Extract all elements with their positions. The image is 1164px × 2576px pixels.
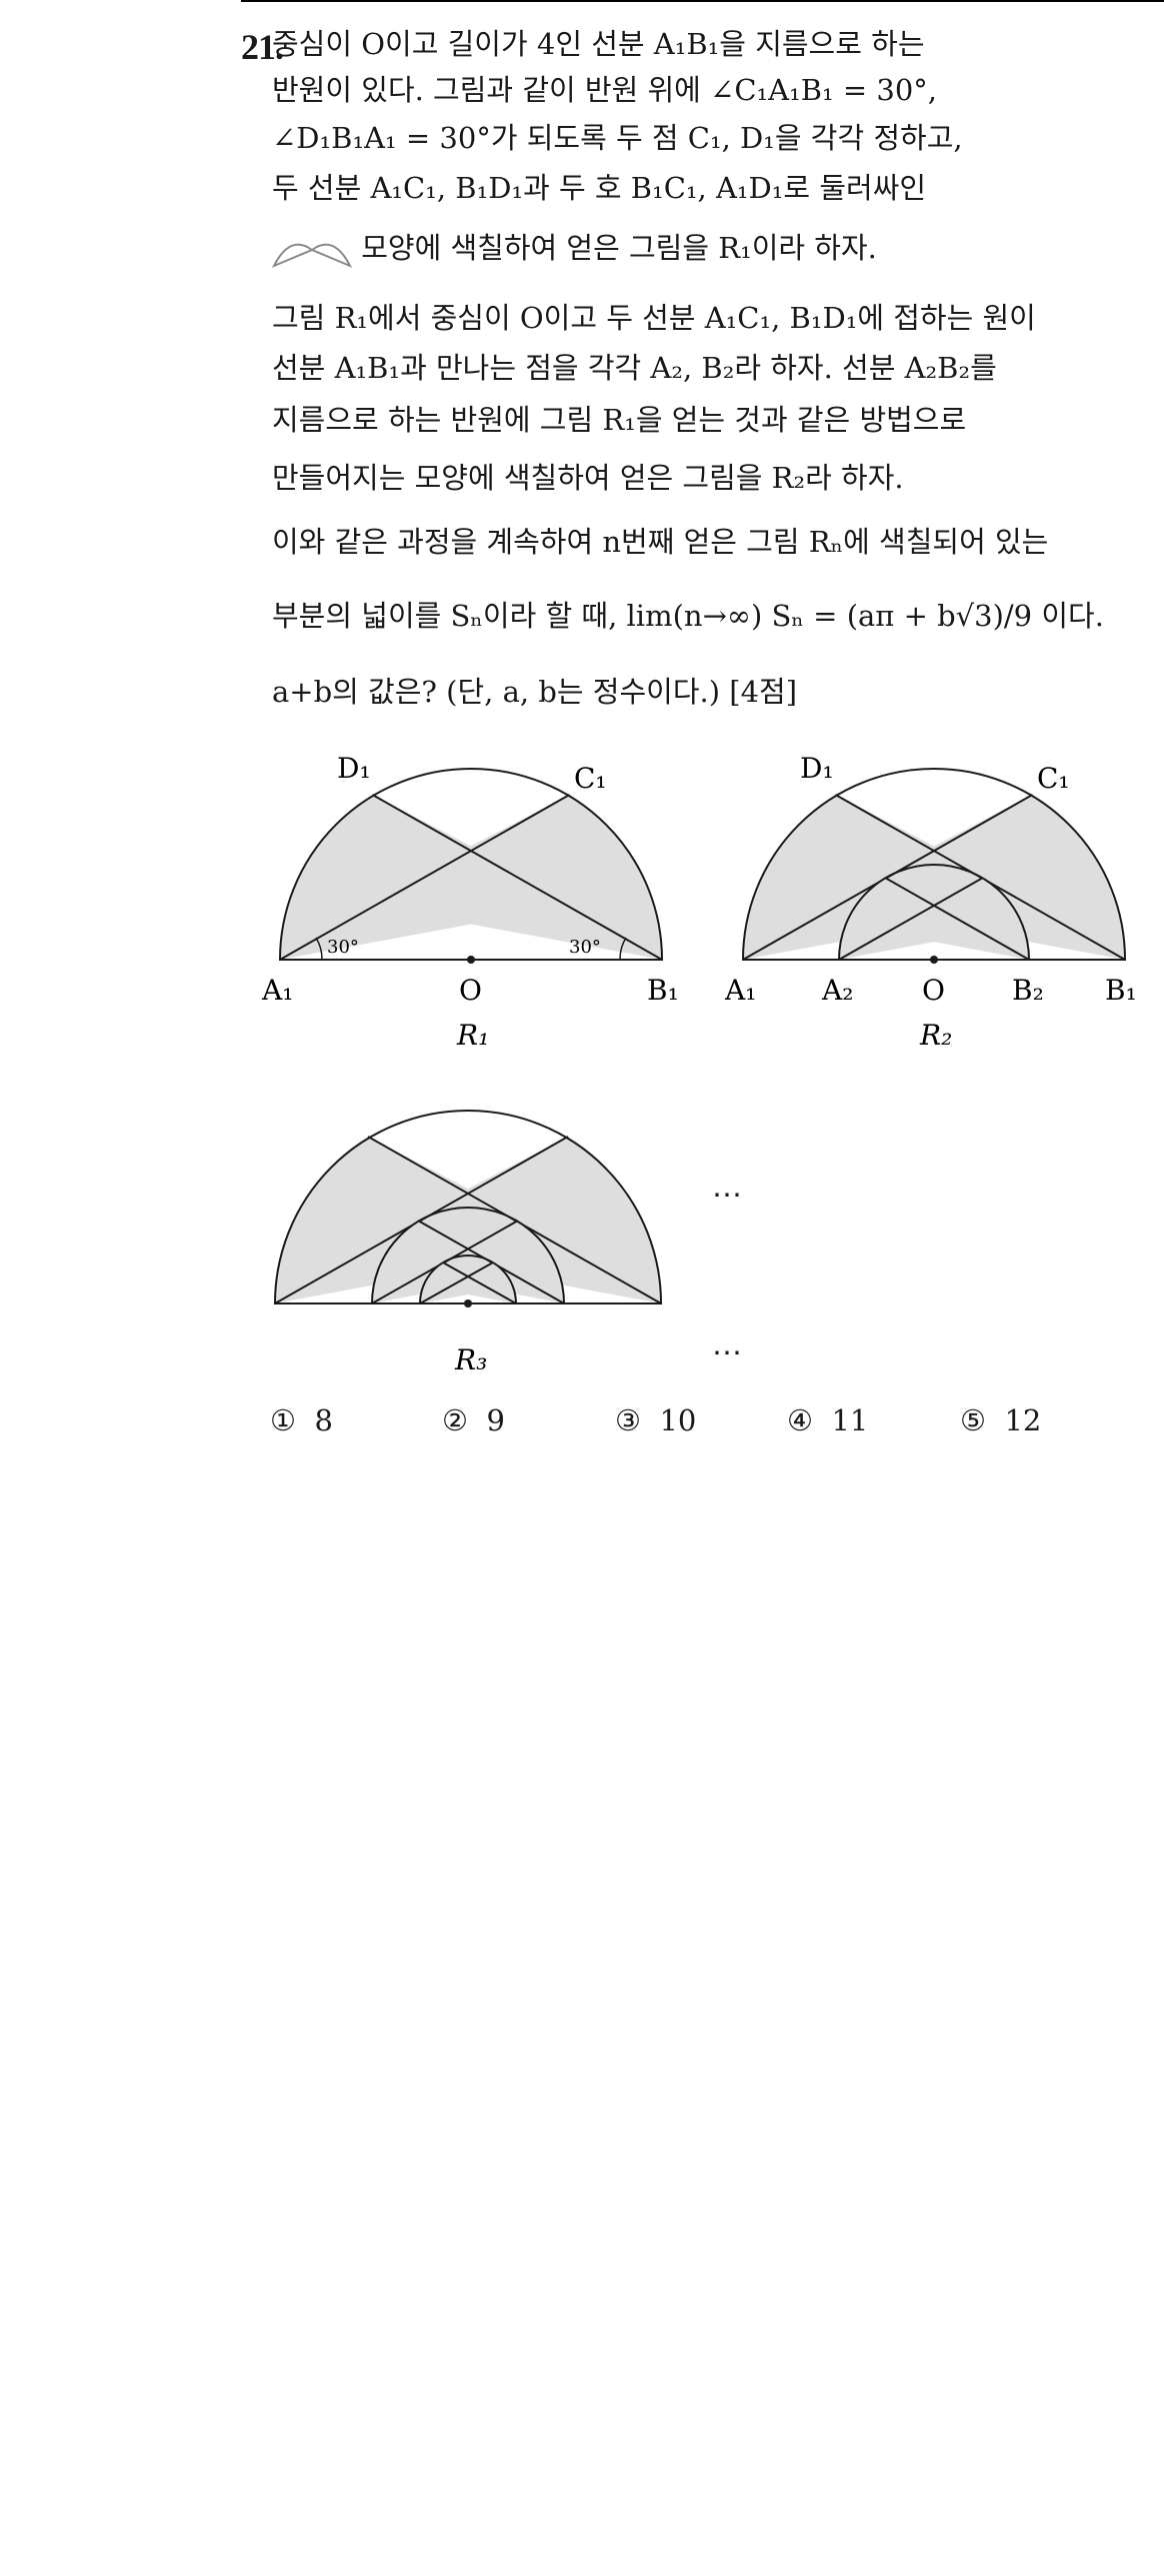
- r1-caption: R₁: [456, 1019, 489, 1052]
- r3-caption: R₃: [454, 1343, 487, 1376]
- r2-label-d1: D₁: [800, 752, 834, 785]
- question-line-1: 중심이 O이고 길이가 4인 선분 A₁B₁을 지름으로 하는: [272, 24, 925, 64]
- question-line-7: 선분 A₁B₁과 만나는 점을 각각 A₂, B₂라 하자. 선분 A₂B₂를: [272, 348, 997, 388]
- choice-2[interactable]: ② 9: [442, 1403, 505, 1437]
- r2-label-b1: B₁: [1105, 974, 1137, 1007]
- question-line-3: ∠D₁B₁A₁ = 30°가 되도록 두 점 C₁, D₁을 각각 정하고,: [272, 118, 963, 158]
- choice-3-value: 10: [659, 1403, 697, 1437]
- shaded-bowtie-icon: [272, 243, 352, 268]
- r2-label-o: O: [922, 974, 945, 1007]
- r1-angle-arc-left: [315, 937, 323, 961]
- question-line-6: 그림 R₁에서 중심이 O이고 두 선분 A₁C₁, B₁D₁에 접하는 원이: [272, 298, 1036, 338]
- figure-r2: D₁ C₁ A₁ A₂ O B₂ B₁ R₂: [724, 752, 1137, 1052]
- question-number: 21.: [241, 27, 284, 67]
- question-line-11: 부분의 넓이를 Sₙ이라 할 때, lim(n→∞) Sₙ = (aπ + b√…: [272, 596, 1104, 636]
- question-line-10: 이와 같은 과정을 계속하여 n번째 얻은 그림 Rₙ에 색칠되어 있는: [272, 522, 1048, 562]
- answer-choices: ① 8 ② 9 ③ 10 ④ 11 ⑤ 12: [270, 1403, 1070, 1453]
- figure-r3: R₃: [273, 1110, 663, 1376]
- question-line-8: 지름으로 하는 반원에 그림 R₁을 얻는 것과 같은 방법으로: [272, 400, 966, 440]
- r1-segment-a1c1: [279, 794, 570, 961]
- r1-label-b1: B₁: [647, 974, 679, 1007]
- question-text-5: 모양에 색칠하여 얻은 그림을 R₁이라 하자.: [361, 231, 877, 265]
- ellipsis-top: ⋯: [712, 1178, 742, 1213]
- question-line-12: a+b의 값은? (단, a, b는 정수이다.) [4점]: [272, 672, 797, 712]
- question-line-2: 반원이 있다. 그림과 같이 반원 위에 ∠C₁A₁B₁ = 30°,: [272, 70, 937, 110]
- question-line-5: 모양에 색칠하여 얻은 그림을 R₁이라 하자.: [272, 228, 877, 270]
- choice-5-value: 12: [1004, 1403, 1042, 1437]
- r2-outer-right-shaded: [823, 795, 1126, 960]
- figure-r1: 30° 30° D₁ C₁ A₁ O B₁ R₁: [261, 752, 679, 1052]
- question-text-9: 만들어지는 모양에 색칠하여 얻은 그림을 R₂라 하자.: [272, 461, 904, 495]
- choice-2-mark: ②: [442, 1403, 468, 1437]
- r2-label-a2: A₂: [821, 974, 853, 1007]
- question-text-4: 두 선분 A₁C₁, B₁D₁과 두 호 B₁C₁, A₁D₁로 둘러싸인: [272, 171, 927, 205]
- question-text-3: ∠D₁B₁A₁ = 30°가 되도록 두 점 C₁, D₁을 각각 정하고,: [272, 121, 963, 155]
- r1-angle-label-left: 30°: [327, 937, 359, 958]
- choice-1-mark: ①: [270, 1403, 296, 1437]
- question-text-7: 선분 A₁B₁과 만나는 점을 각각 A₂, B₂라 하자. 선분 A₂B₂를: [272, 351, 997, 385]
- ellipsis-bottom: ⋯: [712, 1335, 742, 1370]
- r2-label-b2: B₂: [1012, 974, 1044, 1007]
- top-rule: [241, 0, 1164, 2]
- r2-center-dot: [930, 956, 938, 964]
- r2-label-a1: A₁: [724, 974, 756, 1007]
- r1-semicircle: [278, 768, 664, 961]
- question-text-10: 이와 같은 과정을 계속하여 n번째 얻은 그림 Rₙ에 색칠되어 있는: [272, 525, 1049, 559]
- r1-center-dot: [467, 956, 475, 964]
- choice-4[interactable]: ④ 11: [787, 1403, 868, 1437]
- choice-4-value: 11: [831, 1403, 869, 1437]
- choice-4-mark: ④: [787, 1403, 813, 1437]
- choice-2-value: 9: [486, 1403, 505, 1437]
- question-text-11: 부분의 넓이를 Sₙ이라 할 때, lim(n→∞) Sₙ = (aπ + b√…: [272, 599, 1104, 633]
- question-text-1: 중심이 O이고 길이가 4인 선분 A₁B₁을 지름으로 하는: [272, 27, 925, 61]
- r1-angle-arc-right: [619, 937, 627, 961]
- r1-label-c1: C₁: [574, 762, 607, 795]
- question-text-2: 반원이 있다. 그림과 같이 반원 위에 ∠C₁A₁B₁ = 30°,: [272, 73, 938, 107]
- choice-1[interactable]: ① 8: [270, 1403, 333, 1437]
- r1-label-d1: D₁: [337, 752, 371, 785]
- choice-5-mark: ⑤: [960, 1403, 986, 1437]
- question-text-6: 그림 R₁에서 중심이 O이고 두 선분 A₁C₁, B₁D₁에 접하는 원이: [272, 301, 1036, 335]
- r2-inner-semicircle: [837, 864, 1031, 961]
- choice-1-value: 8: [314, 1403, 333, 1437]
- r2-caption: R₂: [919, 1019, 952, 1052]
- question-text-8: 지름으로 하는 반원에 그림 R₁을 얻는 것과 같은 방법으로: [272, 403, 967, 437]
- r1-segment-b1d1: [372, 794, 663, 961]
- r3-innermost-semicircle: [418, 1255, 518, 1304]
- choice-5[interactable]: ⑤ 12: [960, 1403, 1041, 1437]
- r2-label-c1: C₁: [1037, 762, 1070, 795]
- choice-3[interactable]: ③ 10: [615, 1403, 696, 1437]
- choice-3-mark: ③: [615, 1403, 641, 1437]
- r1-label-a1: A₁: [261, 974, 293, 1007]
- question-line-9: 만들어지는 모양에 색칠하여 얻은 그림을 R₂라 하자.: [272, 458, 904, 498]
- question-text-12: a+b의 값은? (단, a, b는 정수이다.) [4점]: [272, 675, 798, 709]
- question-line-4: 두 선분 A₁C₁, B₁D₁과 두 호 B₁C₁, A₁D₁로 둘러싸인: [272, 168, 926, 208]
- r1-label-o: O: [459, 974, 482, 1007]
- r1-right-shaded-region: [360, 795, 663, 960]
- r1-angle-label-right: 30°: [569, 937, 601, 958]
